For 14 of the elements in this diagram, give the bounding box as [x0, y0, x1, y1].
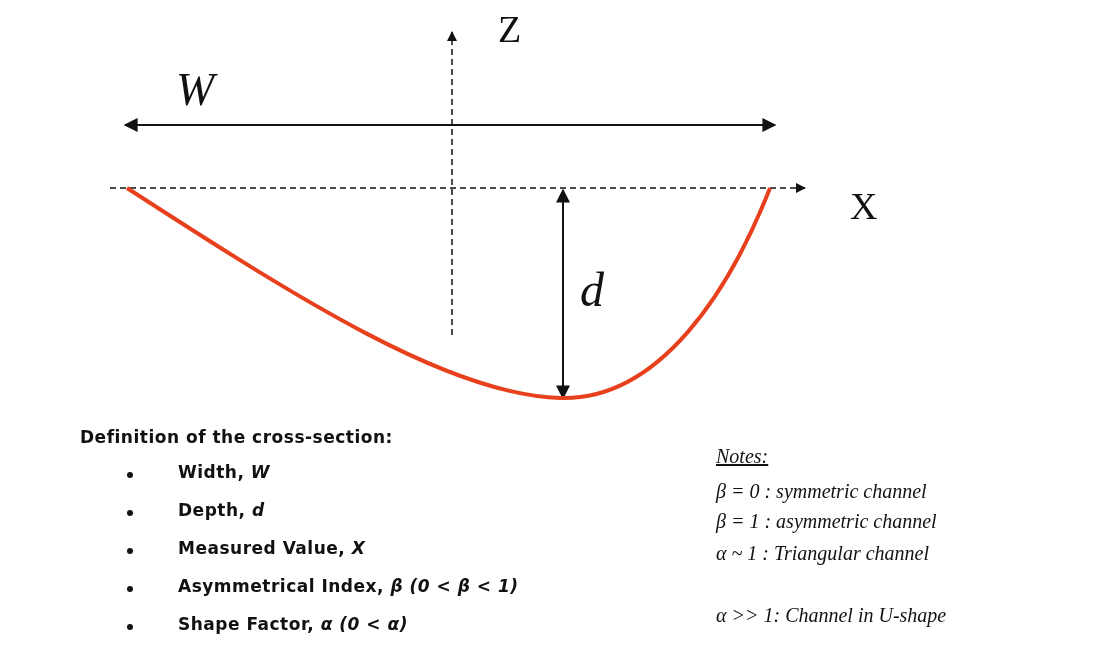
list-item: Measured Value, X: [178, 539, 366, 559]
dimension-label: d: [580, 262, 604, 318]
notes-heading: Notes:: [716, 445, 769, 468]
note-text: α >> 1: Channel in U-shape: [716, 604, 947, 627]
note-text: β = 1 : asymmetric channel: [716, 510, 937, 533]
section-heading: Definition of the cross-section:: [80, 428, 393, 448]
list-item: Asymmetrical Index, β (0 < β < 1): [178, 577, 519, 597]
list-item: Width, W: [178, 463, 271, 483]
axis-label: X: [850, 185, 878, 229]
list-item: Depth, d: [178, 501, 265, 521]
note-text: β = 0 : symmetric channel: [716, 480, 927, 503]
note-text: α ~ 1 : Triangular channel: [716, 542, 929, 565]
list-item: Shape Factor, α (0 < α): [178, 615, 408, 635]
axis-label: Z: [498, 8, 522, 52]
